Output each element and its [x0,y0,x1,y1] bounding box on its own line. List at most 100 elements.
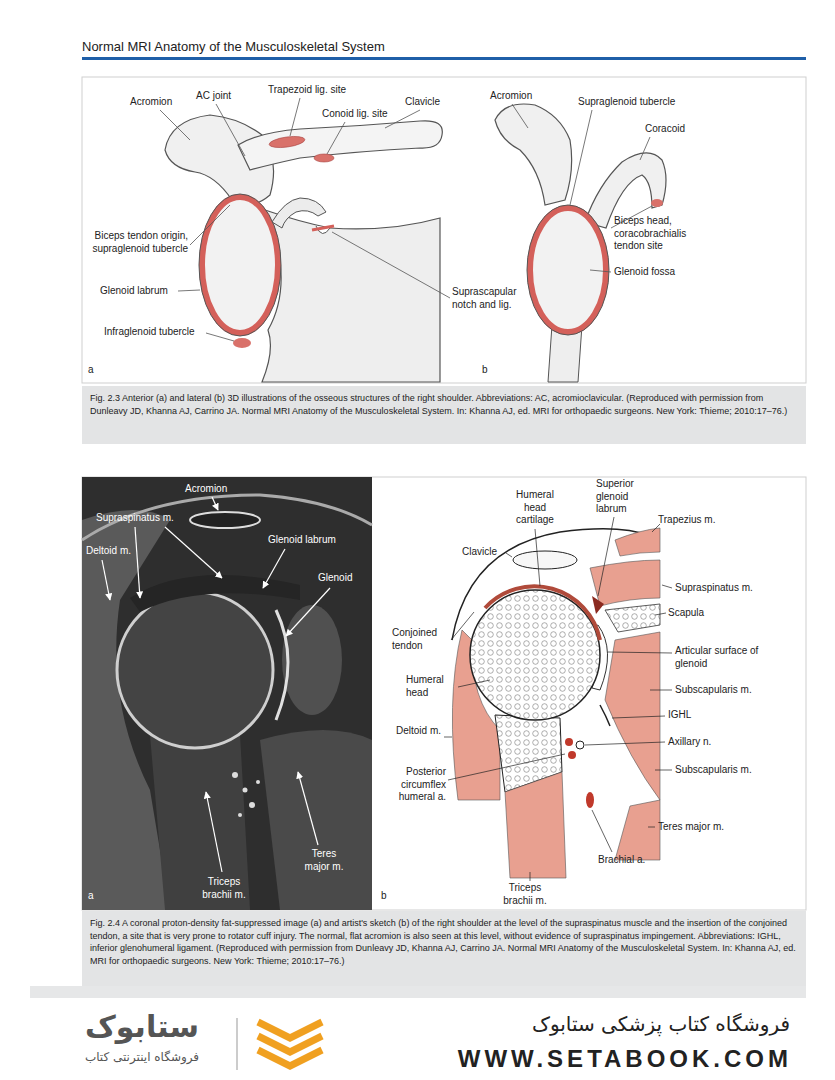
part-label: Glenoid fossa [614,266,675,279]
part-label: Teres major m. [658,821,724,834]
part-label: Subscapularis m. [675,684,752,697]
scapula [605,604,660,632]
panel-letter: b [381,890,387,903]
mri-vessels [232,772,260,817]
part-label: Humeral head [406,674,456,699]
part-label: Scapula [668,607,704,620]
mri-humeral-head [117,592,273,748]
figure-caption: Fig. 2.4 A coronal proton-density fat-su… [90,917,798,967]
part-label: Superior glenoid labrum [596,478,652,516]
part-label: Supraspinatus m. [675,582,753,595]
part-label: Glenoid labrum [100,285,168,298]
part-label: Acromion [130,96,172,109]
part-label: Deltoid m. [86,545,131,558]
figure-2-4-images [82,477,806,910]
ighl [600,705,610,726]
part-label: Suprascapular notch and lig. [452,286,542,311]
part-label: Coracoid [645,123,685,136]
triceps [505,772,566,878]
footer-band [30,986,806,998]
trapezoid-site [268,135,305,150]
acromion [495,104,572,205]
part-label: Acromion [185,483,227,496]
part-label: Humeral head cartilage [505,489,565,527]
axillary-nerve [576,741,584,749]
part-label: Infraglenoid tubercle [104,326,195,339]
clavicle [513,551,577,569]
part-label: Clavicle [462,546,497,559]
artery [565,738,573,746]
part-label: Conoid lig. site [322,108,388,121]
part-label: Biceps tendon origin, supraglenoid tuber… [84,230,188,255]
logo-chevrons [258,1022,322,1066]
glenoid-fossa [530,208,606,332]
leader-lines [160,98,450,341]
infraglenoid-tubercle [233,338,251,348]
conoid-site [314,154,334,162]
panel-letter: a [88,890,94,903]
clavicle [238,121,442,170]
part-label: Supraspinatus m. [96,512,174,525]
store-url: WWW.SETABOOK.COM [400,1044,792,1074]
part-label: Triceps brachii m. [498,882,552,907]
mri-acromion [190,512,260,528]
superior-labrum [592,596,604,614]
logo-subtext: فروشگاه اینترنتی کتاب [62,1050,222,1065]
part-label: Supraglenoid tubercle [578,96,675,109]
panel-letter: a [88,364,94,377]
mri-supraspinatus [130,575,300,612]
header-rule [82,57,806,60]
mri-image [82,477,372,910]
part-label: Trapezoid lig. site [268,84,346,97]
subscapularis [605,632,660,800]
part-label: Brachial a. [598,854,645,867]
logo-text: ستابوک [62,1008,222,1046]
caption-box: Fig. 2.3 Anterior (a) and lateral (b) 3D… [82,386,806,444]
mri-glenoid [282,605,342,715]
biceps-site [651,199,663,207]
figure-2-3-illustration [82,77,806,383]
artery [568,751,576,759]
panel-letter: b [482,364,488,377]
logo-divider [236,1018,238,1070]
part-label: Deltoid m. [396,725,442,738]
part-label: Articular surface of glenoid [675,645,767,670]
figure-caption: Fig. 2.3 Anterior (a) and lateral (b) 3D… [90,392,798,417]
part-label: AC joint [196,90,231,103]
part-label: Posterior circumflex humeral a. [366,766,446,804]
suprascapular-ligament [312,226,334,230]
mri-teres [260,730,372,910]
part-label: Axillary n. [668,736,711,749]
leader-lines [444,517,672,881]
brachial-artery [586,792,594,808]
figure-frame [82,477,806,910]
part-label: Teres major m. [298,848,350,873]
caption-box: Fig. 2.4 A coronal proton-density fat-su… [82,911,806,986]
part-label: Subscapularis m. [675,764,752,777]
figure-frame [82,77,806,383]
part-label: IGHL [668,709,691,722]
part-label: Acromion [490,90,532,103]
trapezius [615,528,660,556]
cartilage [485,586,600,640]
running-header: Normal MRI Anatomy of the Musculoskeleta… [82,39,385,54]
teres-major [615,800,660,860]
mri-glenoid-rim [276,610,288,720]
glenoid-outline [527,205,609,335]
part-label: Conjoined tendon [392,627,450,652]
humeral-head [470,590,600,720]
mri-skin [82,495,372,540]
glenoid-outline [199,194,281,336]
part-label: Trapezius m. [658,514,715,527]
part-label: Clavicle [405,96,440,109]
part-label: Triceps brachii m. [194,876,254,901]
glenoid [202,197,278,333]
part-label: Biceps head, coracobrachialis tendon sit… [614,215,698,253]
mri-arrows [102,497,330,872]
part-label: Glenoid [318,572,352,585]
coracoid [272,198,326,228]
store-name: فروشگاه کتاب پزشکی ستابوک [440,1012,790,1037]
scapula [262,210,440,382]
part-label: Glenoid labrum [268,534,336,547]
